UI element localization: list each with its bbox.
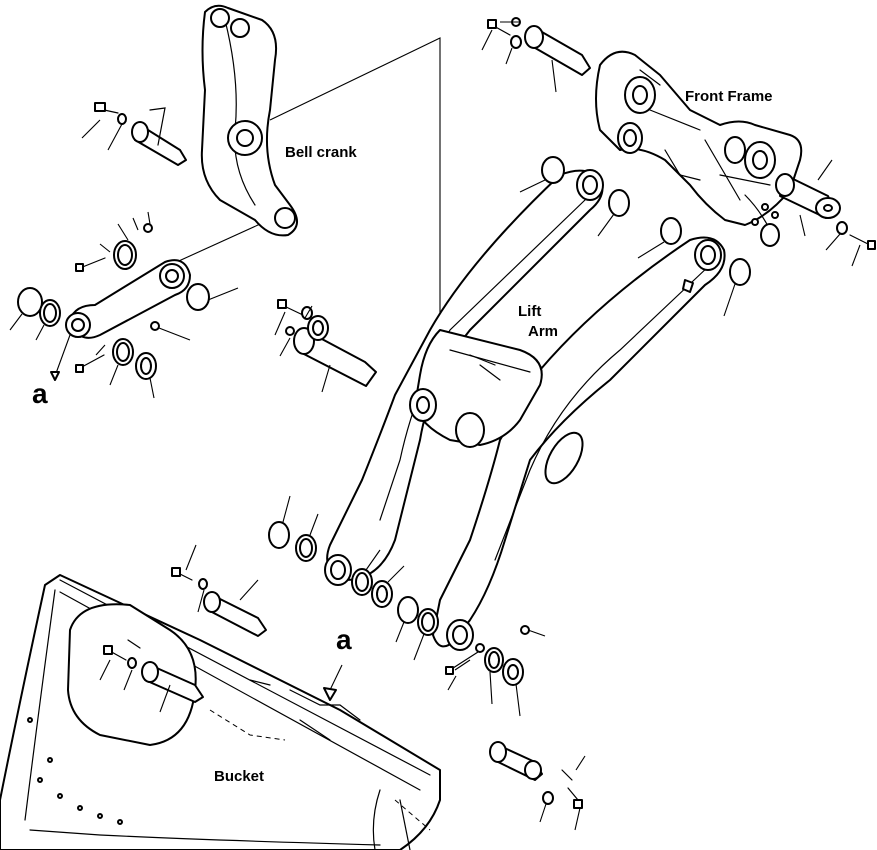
bell-crank-label: Bell crank <box>285 144 357 161</box>
view-a-arrow-head <box>323 687 337 701</box>
bell-crank <box>200 4 298 237</box>
link-fasteners-bottom <box>9 287 191 399</box>
bucket-right-pin <box>489 741 586 831</box>
bucket-inner-pin <box>99 639 204 713</box>
bell-crank-linkage-line <box>269 37 441 380</box>
view-marker-bucket: a <box>336 624 352 655</box>
lift-arm-right <box>432 236 726 651</box>
lift-arm-label-line1: Lift <box>518 303 542 320</box>
front-frame-label: Front Frame <box>685 88 773 105</box>
lower-left-washers <box>268 495 439 661</box>
lower-left-pin <box>171 544 267 637</box>
view-a-arrow-line <box>329 664 343 691</box>
bucket <box>0 574 441 850</box>
link-fasteners-top <box>75 211 239 311</box>
bell-crank-link <box>65 259 191 339</box>
lift-arm-label-line2: Arm <box>528 323 559 340</box>
center-pin <box>274 299 377 393</box>
lift-arm-upper-washers <box>519 156 751 317</box>
front-frame-right-pin <box>775 159 876 267</box>
lift-arm-cross-tube <box>409 329 543 448</box>
bucket-label: Bucket <box>214 768 265 785</box>
front-frame <box>595 50 803 247</box>
lift-arm-left <box>324 169 604 586</box>
view-marker-left: a <box>32 378 48 409</box>
lower-right-fasteners <box>445 625 546 717</box>
front-frame-top-pin <box>481 17 591 93</box>
bell-crank-pin <box>81 102 187 166</box>
